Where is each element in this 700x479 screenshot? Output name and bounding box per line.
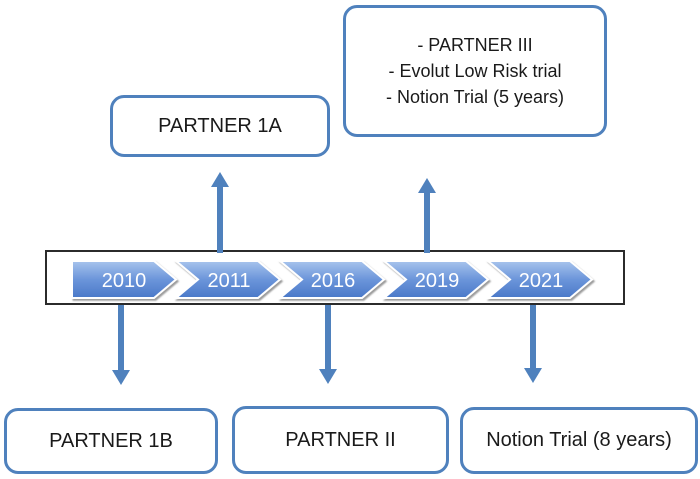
box-partner-1b: PARTNER 1B [4,408,218,474]
box-notion-trial-8-years: Notion Trial (8 years) [460,407,698,474]
arrow-shaft [424,193,430,253]
arrow-head-icon [319,369,337,384]
arrow-2019-to-partner-iii-group [418,178,436,253]
arrow-2010-to-partner-1b [112,305,130,385]
arrow-head-icon [112,370,130,385]
box-partner-1a: PARTNER 1A [110,95,330,157]
arrow-shaft [217,187,223,253]
chevron-2016 [277,260,386,299]
year-label: 2010 [102,270,147,292]
box-label: PARTNER 1B [49,429,173,452]
arrow-shaft [325,305,331,369]
arrow-2011-to-partner-1a [211,172,229,253]
box-label: PARTNER 1A [158,114,282,137]
chevron-2021 [485,260,594,299]
arrow-head-icon [524,368,542,383]
box-label: PARTNER II [285,428,396,451]
box-line: - PARTNER III [417,35,533,55]
arrow-2016-to-partner-ii [319,305,337,384]
chevron-2011 [173,260,282,299]
box-partner-ii: PARTNER II [232,406,449,474]
year-label: 2011 [207,270,250,292]
box-line: - Notion Trial (5 years) [385,87,565,107]
timeline-chevrons-svg: 2010 2011 2016 2019 2021 [45,250,625,305]
chevron-2010 [71,260,178,299]
arrow-head-icon [418,178,436,193]
year-label: 2019 [415,270,460,292]
box-partner-iii-group: - PARTNER III - Evolut Low Risk trial - … [343,5,607,137]
chevron-2019 [381,260,490,299]
year-label: 2016 [311,270,356,292]
arrow-head-icon [211,172,229,187]
arrow-shaft [530,305,536,368]
arrow-2021-to-notion-trial [524,305,542,383]
arrow-shaft [118,305,124,370]
box-label: Notion Trial (8 years) [486,429,672,451]
timeline-bar: 2010 2011 2016 2019 2021 [45,250,625,305]
box-line: - Evolut Low Risk trial [388,61,562,81]
year-label: 2021 [519,270,564,292]
